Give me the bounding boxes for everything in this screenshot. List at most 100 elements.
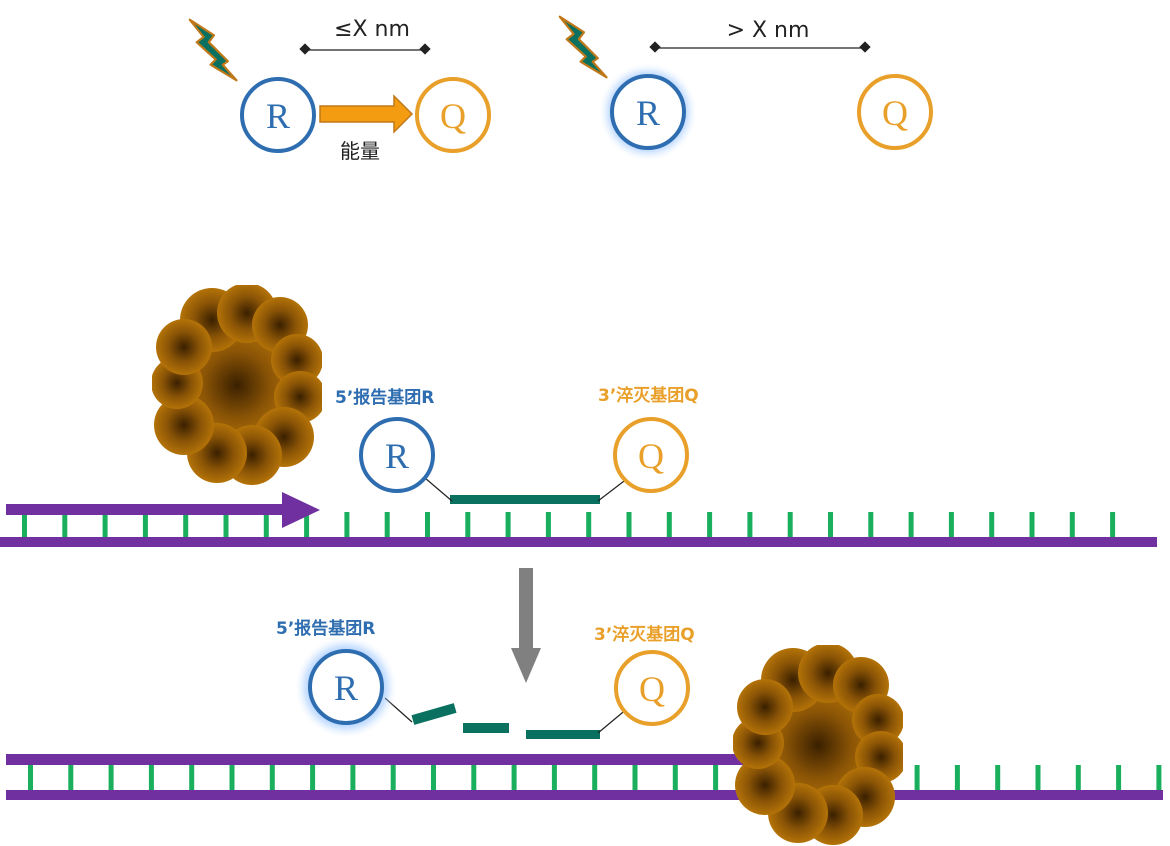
base-pair-tick [390,765,396,790]
base-pair-tick [229,765,235,790]
base-pair-tick [592,765,598,790]
base-pair-tick [948,512,954,537]
probe-fragment [411,703,457,725]
base-pair-tick [102,512,108,537]
base-pair-tick [908,512,914,537]
intact-probe-stage: R Q 5’报告基团R 3’淬灭基团Q [0,285,1157,547]
polymerase-blob-icon [733,645,903,845]
bracket-end-marker [859,41,871,53]
base-pair-tick [1110,512,1116,537]
bracket-end-marker [419,43,431,55]
quencher-3prime-label: 3’淬灭基团Q [598,385,699,406]
probe-fragment [463,723,509,733]
polymerase-blob-icon [152,285,322,485]
energy-arrow-icon [319,94,414,134]
bracket-end-marker [649,41,661,53]
primer-strand [6,504,290,515]
base-pair-tick [989,512,995,537]
base-pair-tick [545,512,551,537]
quencher-circle [857,74,933,150]
base-pair-tick [108,765,114,790]
fret-close-group: ≤X nm R 能量 Q [188,17,491,163]
template-strand [6,790,1163,800]
quencher-circle [415,77,491,153]
quencher-letter: Q [639,669,665,709]
base-pair-tick [1075,765,1081,790]
base-pair-tick [747,512,753,537]
base-pair-tick [310,765,316,790]
reporter-circle [359,417,435,493]
base-pair-tick [148,765,154,790]
quencher-3prime-label: 3’淬灭基团Q [594,624,695,645]
base-pair-tick [68,765,74,790]
quencher-linker [597,477,629,502]
base-pair-tick [350,765,356,790]
base-pair-tick [1156,765,1162,790]
quencher-circle [613,417,689,493]
base-pair-tick [425,512,430,537]
base-pair-tick [672,765,678,790]
reporter-5prime-label: 5’报告基团R [335,387,434,408]
probe-strand [450,495,600,504]
base-pair-tick [465,512,471,537]
base-pair-tick [183,512,189,537]
reporter-circle [610,74,686,150]
base-pair-tick [828,512,833,537]
base-pair-tick [707,512,713,537]
base-pair-tick [223,512,229,537]
base-pair-tick [189,765,195,790]
base-pair-tick [1029,512,1035,537]
fret-far-group: > X nm R Q [558,15,933,162]
reporter-letter: R [385,436,409,476]
probe-fragment [526,730,600,739]
base-pair-tick [62,512,68,537]
base-pair-tick [551,765,557,790]
reporter-circle [308,649,384,725]
reporter-5prime-label: 5’报告基团R [276,618,375,639]
base-pair-tick [1069,512,1075,537]
base-pair-tick [505,512,511,537]
base-pair-tick [28,765,33,790]
base-pair-tick [914,765,920,790]
synthesized-strand [6,754,746,765]
quencher-letter: Q [882,93,908,133]
base-pair-tick [1116,765,1122,790]
base-pair-tick [269,765,275,790]
reporter-circle [240,77,316,153]
far-distance-label: > X nm [727,18,810,43]
base-pair-tick [142,512,148,537]
base-pair-tick [384,512,390,537]
reporter-letter: R [334,668,358,708]
base-pair-tick [344,512,350,537]
reporter-letter: R [636,93,660,133]
base-pair-tick [471,765,477,790]
reporter-linker [424,477,453,502]
base-pair-tick [304,512,310,537]
base-pair-tick [626,512,632,537]
base-pair-tick [263,512,269,537]
base-pair-tick [995,765,1001,790]
base-pair-tick [787,512,793,537]
base-pair-tick [632,765,638,790]
base-pair-tick [868,512,874,537]
base-pair-tick [954,765,960,790]
down-arrow-icon [511,568,541,683]
close-distance-label: ≤X nm [334,17,410,42]
extension-arrow-icon [282,492,320,528]
base-pair-tick [511,765,517,790]
bracket-end-marker [299,43,311,55]
reporter-letter: R [266,96,290,136]
lightning-icon [558,15,608,79]
base-pair-tick [22,512,27,537]
base-pairs [22,512,1116,537]
quencher-circle [614,650,690,726]
quencher-letter: Q [638,436,664,476]
base-pair-tick [713,765,719,790]
base-pairs [28,765,1162,790]
base-pair-tick [1035,765,1041,790]
quencher-letter: Q [440,96,466,136]
template-strand [0,537,1157,547]
base-pair-tick [586,512,592,537]
base-pair-tick [431,765,436,790]
